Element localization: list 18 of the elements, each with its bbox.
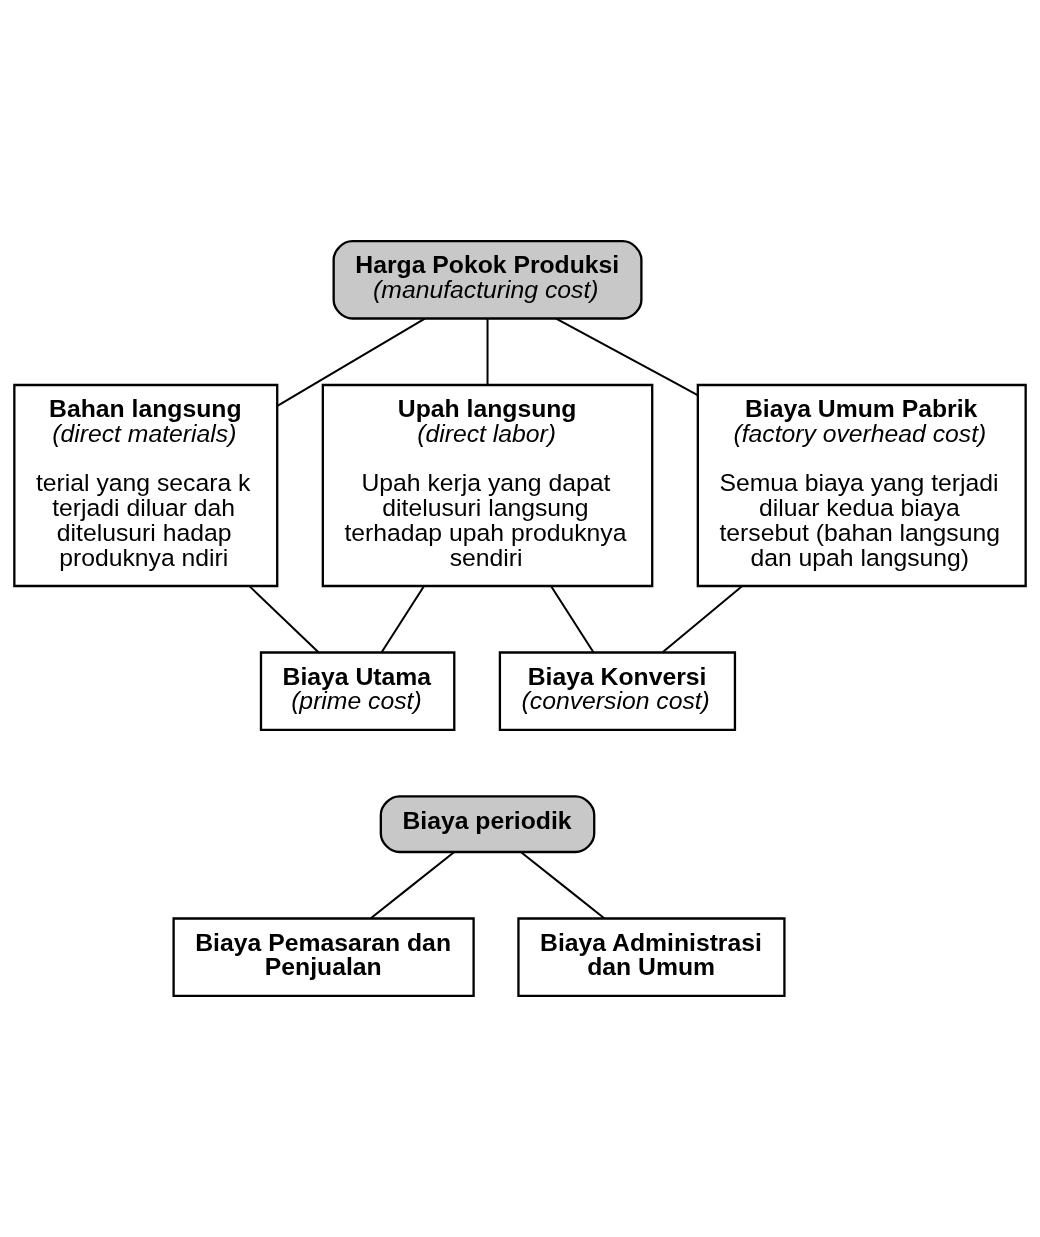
connector xyxy=(520,851,605,919)
node-box: Upah langsung (direct labor) Upah kerja yang dapat ditelusuri langsung terhadap upah produknya sendiri xyxy=(321,383,654,588)
node-box: Biaya Administrasi dan Umum xyxy=(517,917,786,997)
connector xyxy=(380,586,425,653)
connector xyxy=(249,585,320,653)
node-box: Bahan langsung (direct materials) terial yang secara k terjadi diluar dah ditelusuri hadap produknya ndiri xyxy=(13,383,279,588)
node-box: Biaya Utama (prime cost) xyxy=(259,651,456,731)
connector xyxy=(486,318,489,385)
connector xyxy=(370,851,455,919)
node-box: Biaya Pemasaran dan Penjualan xyxy=(172,917,475,997)
connector xyxy=(555,317,699,396)
node-box: Biaya Umum Pabrik (factory overhead cost) Semua biaya yang terjadi diluar kedua biaya tersebut (bahan langsung dan upah langsung) xyxy=(696,383,1027,588)
node-box: Biaya periodik xyxy=(379,795,596,854)
connector xyxy=(276,317,426,407)
connector xyxy=(661,585,743,653)
node-box: Biaya Konversi (conversion cost) xyxy=(498,651,737,731)
connector xyxy=(550,586,595,653)
node-box: Harga Pokok Produksi (manufacturing cost) xyxy=(332,240,643,320)
